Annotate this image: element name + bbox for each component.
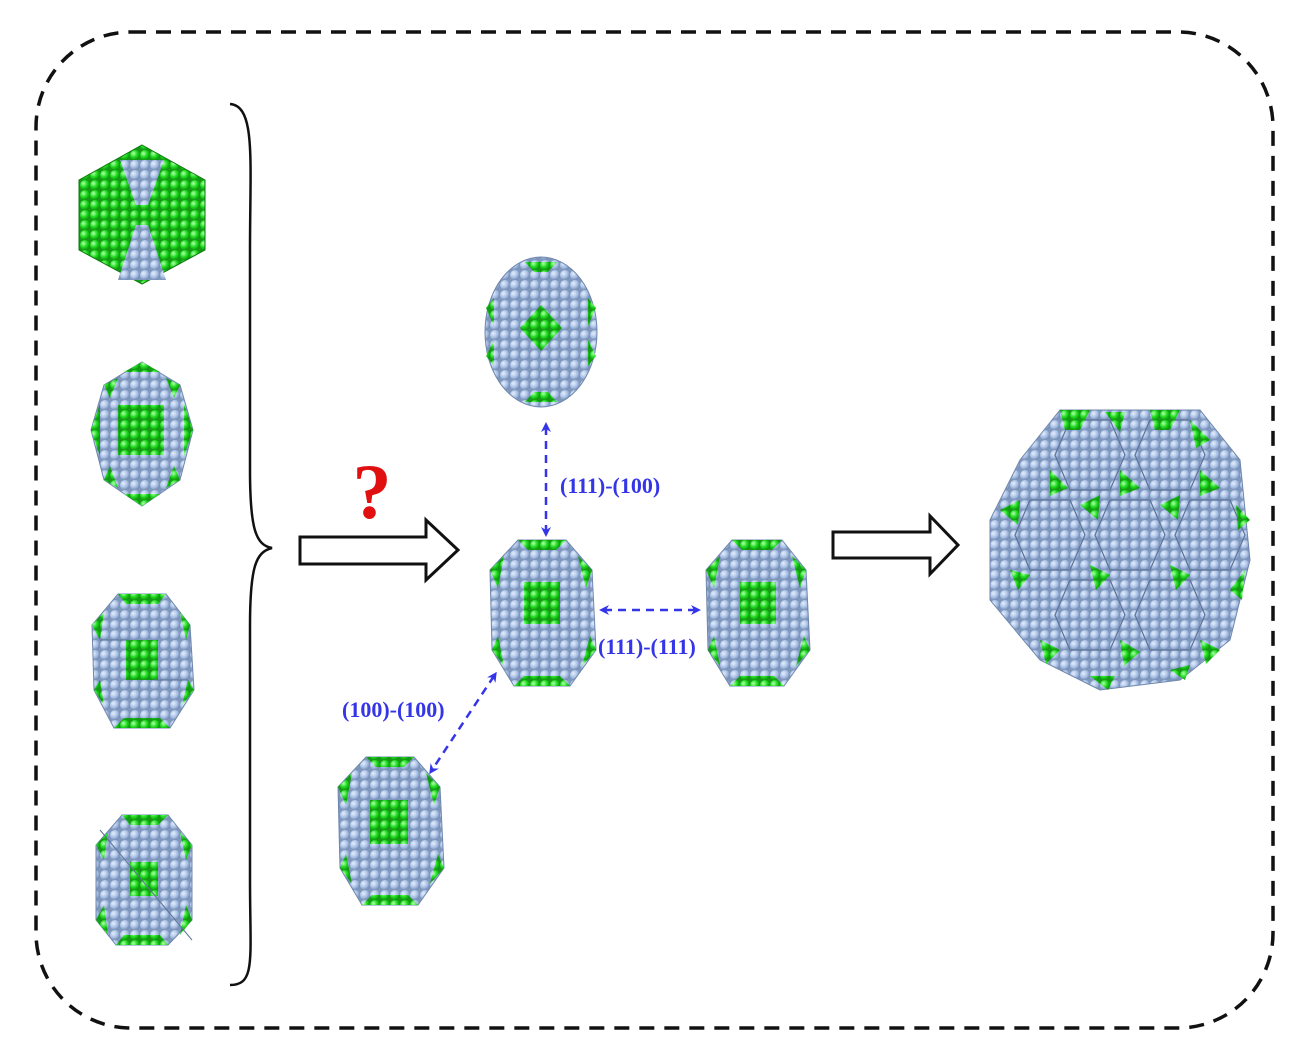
- nanoparticle-center: [489, 539, 597, 687]
- hollow-arrow-right-2: [831, 512, 961, 578]
- nanoparticle-bottom-left: [337, 756, 445, 906]
- nanoparticle-right: [705, 539, 811, 687]
- label-100-100: (100)-(100): [342, 697, 445, 722]
- nanoparticle-truncated-cube: [95, 814, 193, 946]
- nanoparticle-icosahedron: [78, 144, 206, 285]
- nanoparticle-top: [484, 256, 598, 408]
- nanoparticle-truncated-octahedron: [91, 593, 195, 729]
- assembled-superlattice: [989, 409, 1251, 691]
- curly-brace: [229, 102, 273, 987]
- label-111-100: (111)-(100): [560, 473, 660, 498]
- label-111-111: (111)-(111): [598, 634, 696, 659]
- arrow-100-100: [429, 671, 497, 775]
- question-mark: ?: [353, 448, 392, 535]
- nanoparticle-cuboctahedron: [90, 361, 194, 507]
- hollow-arrow-right-1: [298, 516, 461, 584]
